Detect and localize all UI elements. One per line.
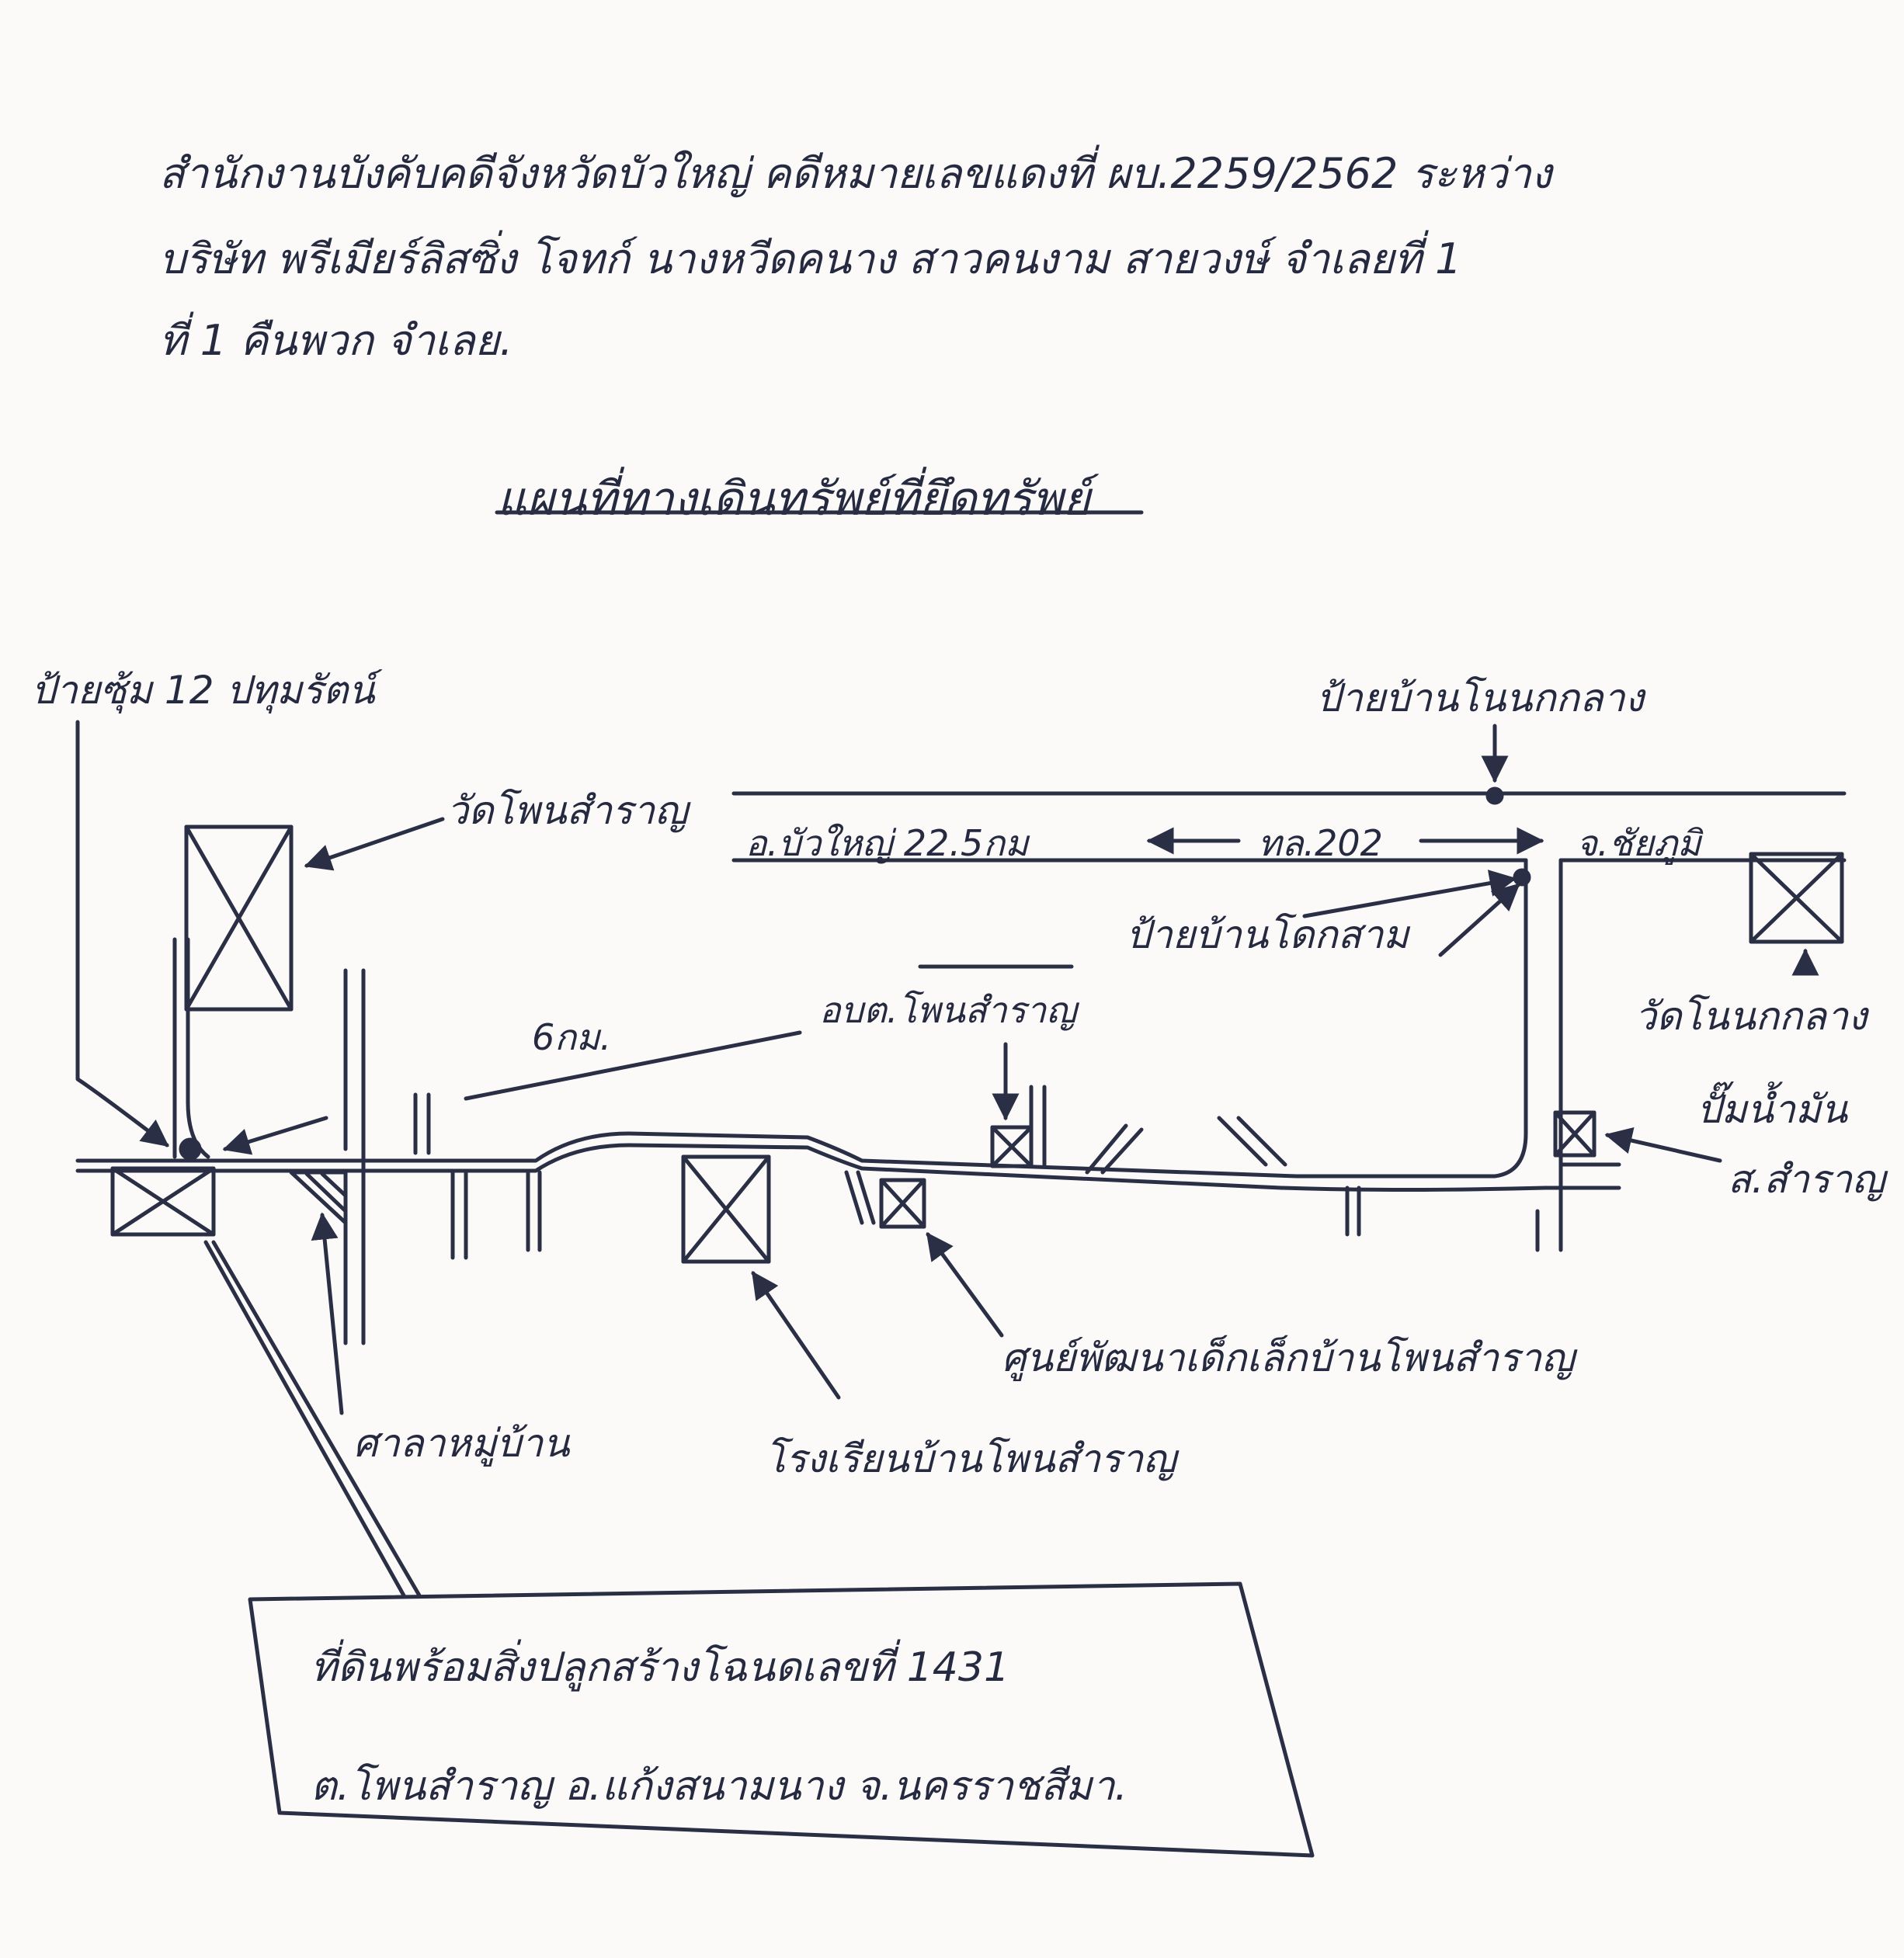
label-school: โรงเรียนบ้านโพนสำราญ xyxy=(765,1436,1176,1481)
leader-lines xyxy=(75,720,1819,1598)
village-hall-mark xyxy=(289,1170,348,1225)
header-line-1: สำนักงานบังคับคดีจังหวัดบัวใหญ่ คดีหมายเ… xyxy=(159,149,1552,198)
gas-station-box xyxy=(1553,1110,1597,1158)
label-sign-12: ป้ายซุ้ม 12 ปทุมรัตน์ xyxy=(31,668,375,713)
label-sign-non-kong-klang: ป้ายบ้านโนนกกลาง xyxy=(1316,675,1644,720)
deed-line-2: ต.โพนสำราญ อ.แก้งสนามนาง จ.นครราชสีมา. xyxy=(311,1763,1127,1810)
label-village-hall: ศาลาหมู่บ้าน xyxy=(353,1421,570,1466)
label-wat-phon-samran: วัดโพนสำราญ xyxy=(446,788,688,833)
property-box xyxy=(110,1166,216,1237)
label-distance-6km: 6กม. xyxy=(532,1016,612,1058)
label-to-bua-yai: อ.บัวใหญ่ 22.5กม xyxy=(745,822,1029,864)
label-to-chaiyaphum: จ.ชัยภูมิ xyxy=(1576,822,1701,864)
school-box xyxy=(681,1154,771,1264)
child-center-box xyxy=(879,1178,926,1229)
side-roads xyxy=(172,937,1361,1345)
deed-line-1: ที่ดินพร้อมสิ่งปลูกสร้างโฉนดเลขที่ 1431 xyxy=(311,1644,1010,1691)
wat-phon-samran-box xyxy=(184,825,294,1012)
label-wat-non-kong-klang: วัดโนนกกลาง xyxy=(1635,994,1868,1039)
label-child-center: ศูนย์พัฒนาเด็กเล็กบ้านโพนสำราญ xyxy=(1002,1335,1575,1380)
label-highway: ทล.202 xyxy=(1258,822,1383,864)
deed-box: ที่ดินพร้อมสิ่งปลูกสร้างโฉนดเลขที่ 1431 … xyxy=(311,1634,1305,1872)
label-gas-station: ปั๊มน้ำมัน xyxy=(1697,1087,1848,1132)
label-gas-station-name: ส.สำราญ xyxy=(1728,1157,1885,1202)
sao-box xyxy=(990,1125,1034,1168)
header-line-3: ที่ 1 คืนพวก จำเลย. xyxy=(159,316,513,365)
connector-road xyxy=(1294,858,1563,1252)
label-sao: อบต.โพนสำราญ xyxy=(819,989,1077,1031)
village-road xyxy=(75,1131,1621,1192)
header-line-2: บริษัท พรีเมียร์ลิสซิ่ง โจทก์ นางหวีดคนา… xyxy=(159,234,1462,283)
map-title: แผนที่ทางเดินทรัพย์ที่ยึดทรัพย์ xyxy=(497,472,1091,526)
deed-box-frame xyxy=(248,1581,1315,1858)
label-sign-don-ka-sam: ป้ายบ้านโดกสาม xyxy=(1126,912,1409,957)
property-dot xyxy=(179,1137,202,1161)
wat-non-kong-klang-box xyxy=(1749,852,1844,944)
